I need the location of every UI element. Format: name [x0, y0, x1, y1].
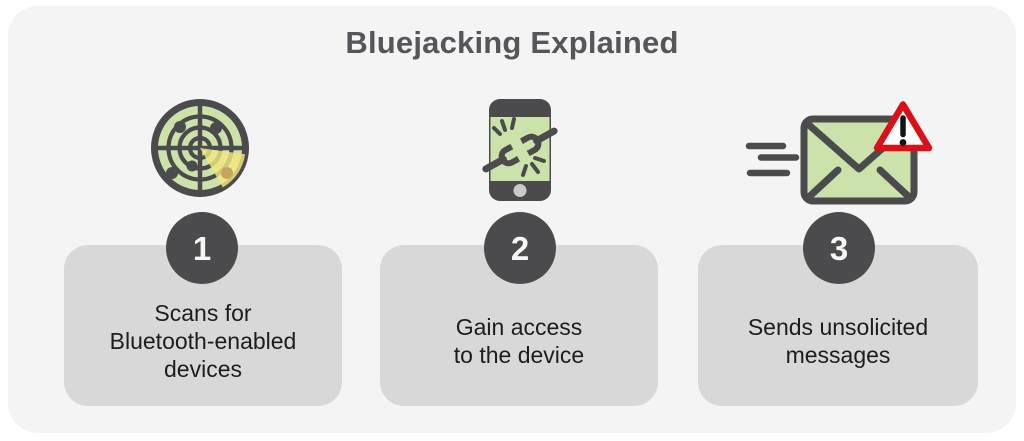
step-text-line: Scans for	[154, 299, 252, 326]
radar-scan-icon	[150, 98, 250, 198]
step-number: 1	[192, 229, 212, 267]
step-text-line: to the device	[453, 341, 585, 368]
infographic-panel: Bluejacking Explained 1 Scans for	[8, 6, 1016, 433]
step-number: 3	[829, 229, 849, 267]
step-number-badge: 1	[166, 212, 238, 284]
speed-lines	[745, 142, 800, 177]
page-title: Bluejacking Explained	[345, 25, 679, 60]
phone-broken-link-icon	[482, 98, 558, 202]
warning-triangle	[873, 101, 933, 152]
step-text-line: Gain access	[455, 313, 583, 340]
step-text-line: Bluetooth-enabled	[109, 327, 297, 354]
step-text-line: devices	[164, 355, 242, 382]
step-text-line: messages	[785, 341, 891, 368]
step-number-badge: 3	[803, 212, 875, 284]
step-number: 2	[510, 229, 530, 267]
mail-warning-icon	[745, 101, 933, 205]
step-text-line: Sends unsolicited	[747, 313, 929, 340]
step-number-badge: 2	[484, 212, 556, 284]
